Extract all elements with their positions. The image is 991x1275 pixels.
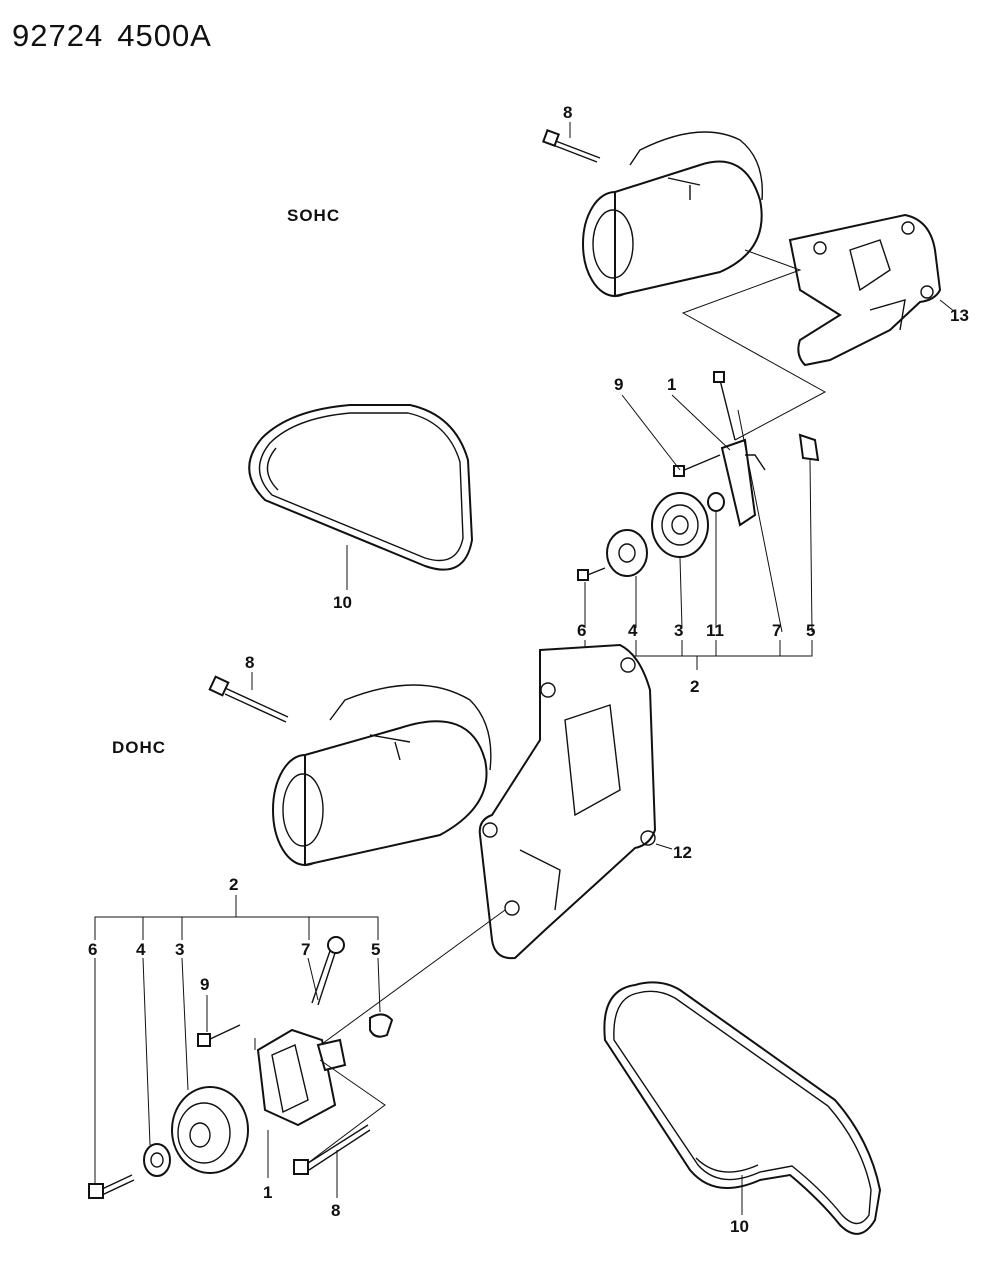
diagram-title: 92724 4500A	[12, 18, 212, 54]
callout-sohc-13: 13	[950, 306, 969, 325]
sohc-bolt-6[interactable]	[577, 567, 606, 581]
dohc-bracket-12[interactable]	[478, 643, 657, 960]
callout-sohc-10: 10	[333, 593, 352, 612]
sohc-tensioner[interactable]	[713, 371, 820, 527]
sohc-pulley-3[interactable]	[651, 492, 709, 558]
sohc-bolt-9[interactable]	[673, 454, 721, 477]
callout-sohc-8: 8	[563, 103, 572, 122]
callout-dohc-9: 9	[200, 975, 209, 994]
sohc-label: SOHC	[287, 206, 341, 225]
sohc-bracket-13[interactable]	[788, 213, 942, 367]
sohc-compressor[interactable]	[582, 131, 764, 298]
callout-sohc-6: 6	[577, 621, 586, 640]
callout-dohc-3: 3	[175, 940, 184, 959]
callout-sohc-7: 7	[772, 621, 781, 640]
dohc-pulley-3[interactable]	[171, 1086, 249, 1174]
dohc-bolt-7[interactable]	[311, 936, 345, 1006]
callout-dohc-7: 7	[301, 940, 310, 959]
callout-dohc-8: 8	[245, 653, 254, 672]
callout-dohc-12: 12	[673, 843, 692, 862]
callout-dohc-1: 1	[263, 1183, 272, 1202]
callout-sohc-2: 2	[690, 677, 699, 696]
callout-dohc-4: 4	[136, 940, 146, 959]
sohc-assembly	[248, 122, 956, 670]
callout-dohc-5: 5	[371, 940, 380, 959]
dohc-bolt-8[interactable]	[208, 675, 289, 723]
dohc-washer-4[interactable]	[143, 1143, 171, 1177]
dohc-belt-10[interactable]	[603, 981, 882, 1235]
callout-sohc-9: 9	[614, 375, 623, 394]
sohc-spacer-11[interactable]	[707, 492, 725, 512]
dohc-tensioner-1[interactable]	[256, 1028, 347, 1127]
sohc-bolt-8[interactable]	[542, 129, 601, 163]
callout-dohc-6: 6	[88, 940, 97, 959]
callout-dohc-8-lower: 8	[331, 1201, 340, 1220]
callout-sohc-1: 1	[667, 375, 676, 394]
callout-dohc-10: 10	[730, 1217, 749, 1236]
dohc-compressor[interactable]	[272, 684, 492, 867]
callout-sohc-4: 4	[628, 621, 638, 640]
callout-sohc-5: 5	[806, 621, 815, 640]
dohc-label: DOHC	[112, 738, 167, 757]
part-code-1: 92724	[12, 18, 104, 53]
dohc-bolt-6[interactable]	[88, 1174, 135, 1199]
dohc-bolt-9[interactable]	[197, 1024, 241, 1047]
sohc-washer-4[interactable]	[606, 529, 648, 577]
dohc-bolt-8-lower[interactable]	[293, 1124, 371, 1175]
callout-sohc-11: 11	[706, 621, 724, 640]
sohc-belt-10[interactable]	[248, 404, 474, 571]
dohc-spacer-5[interactable]	[369, 1013, 394, 1038]
callout-sohc-3: 3	[674, 621, 683, 640]
part-code-2: 4500A	[117, 18, 212, 53]
dohc-assembly	[88, 643, 882, 1235]
callout-dohc-2: 2	[229, 875, 238, 894]
